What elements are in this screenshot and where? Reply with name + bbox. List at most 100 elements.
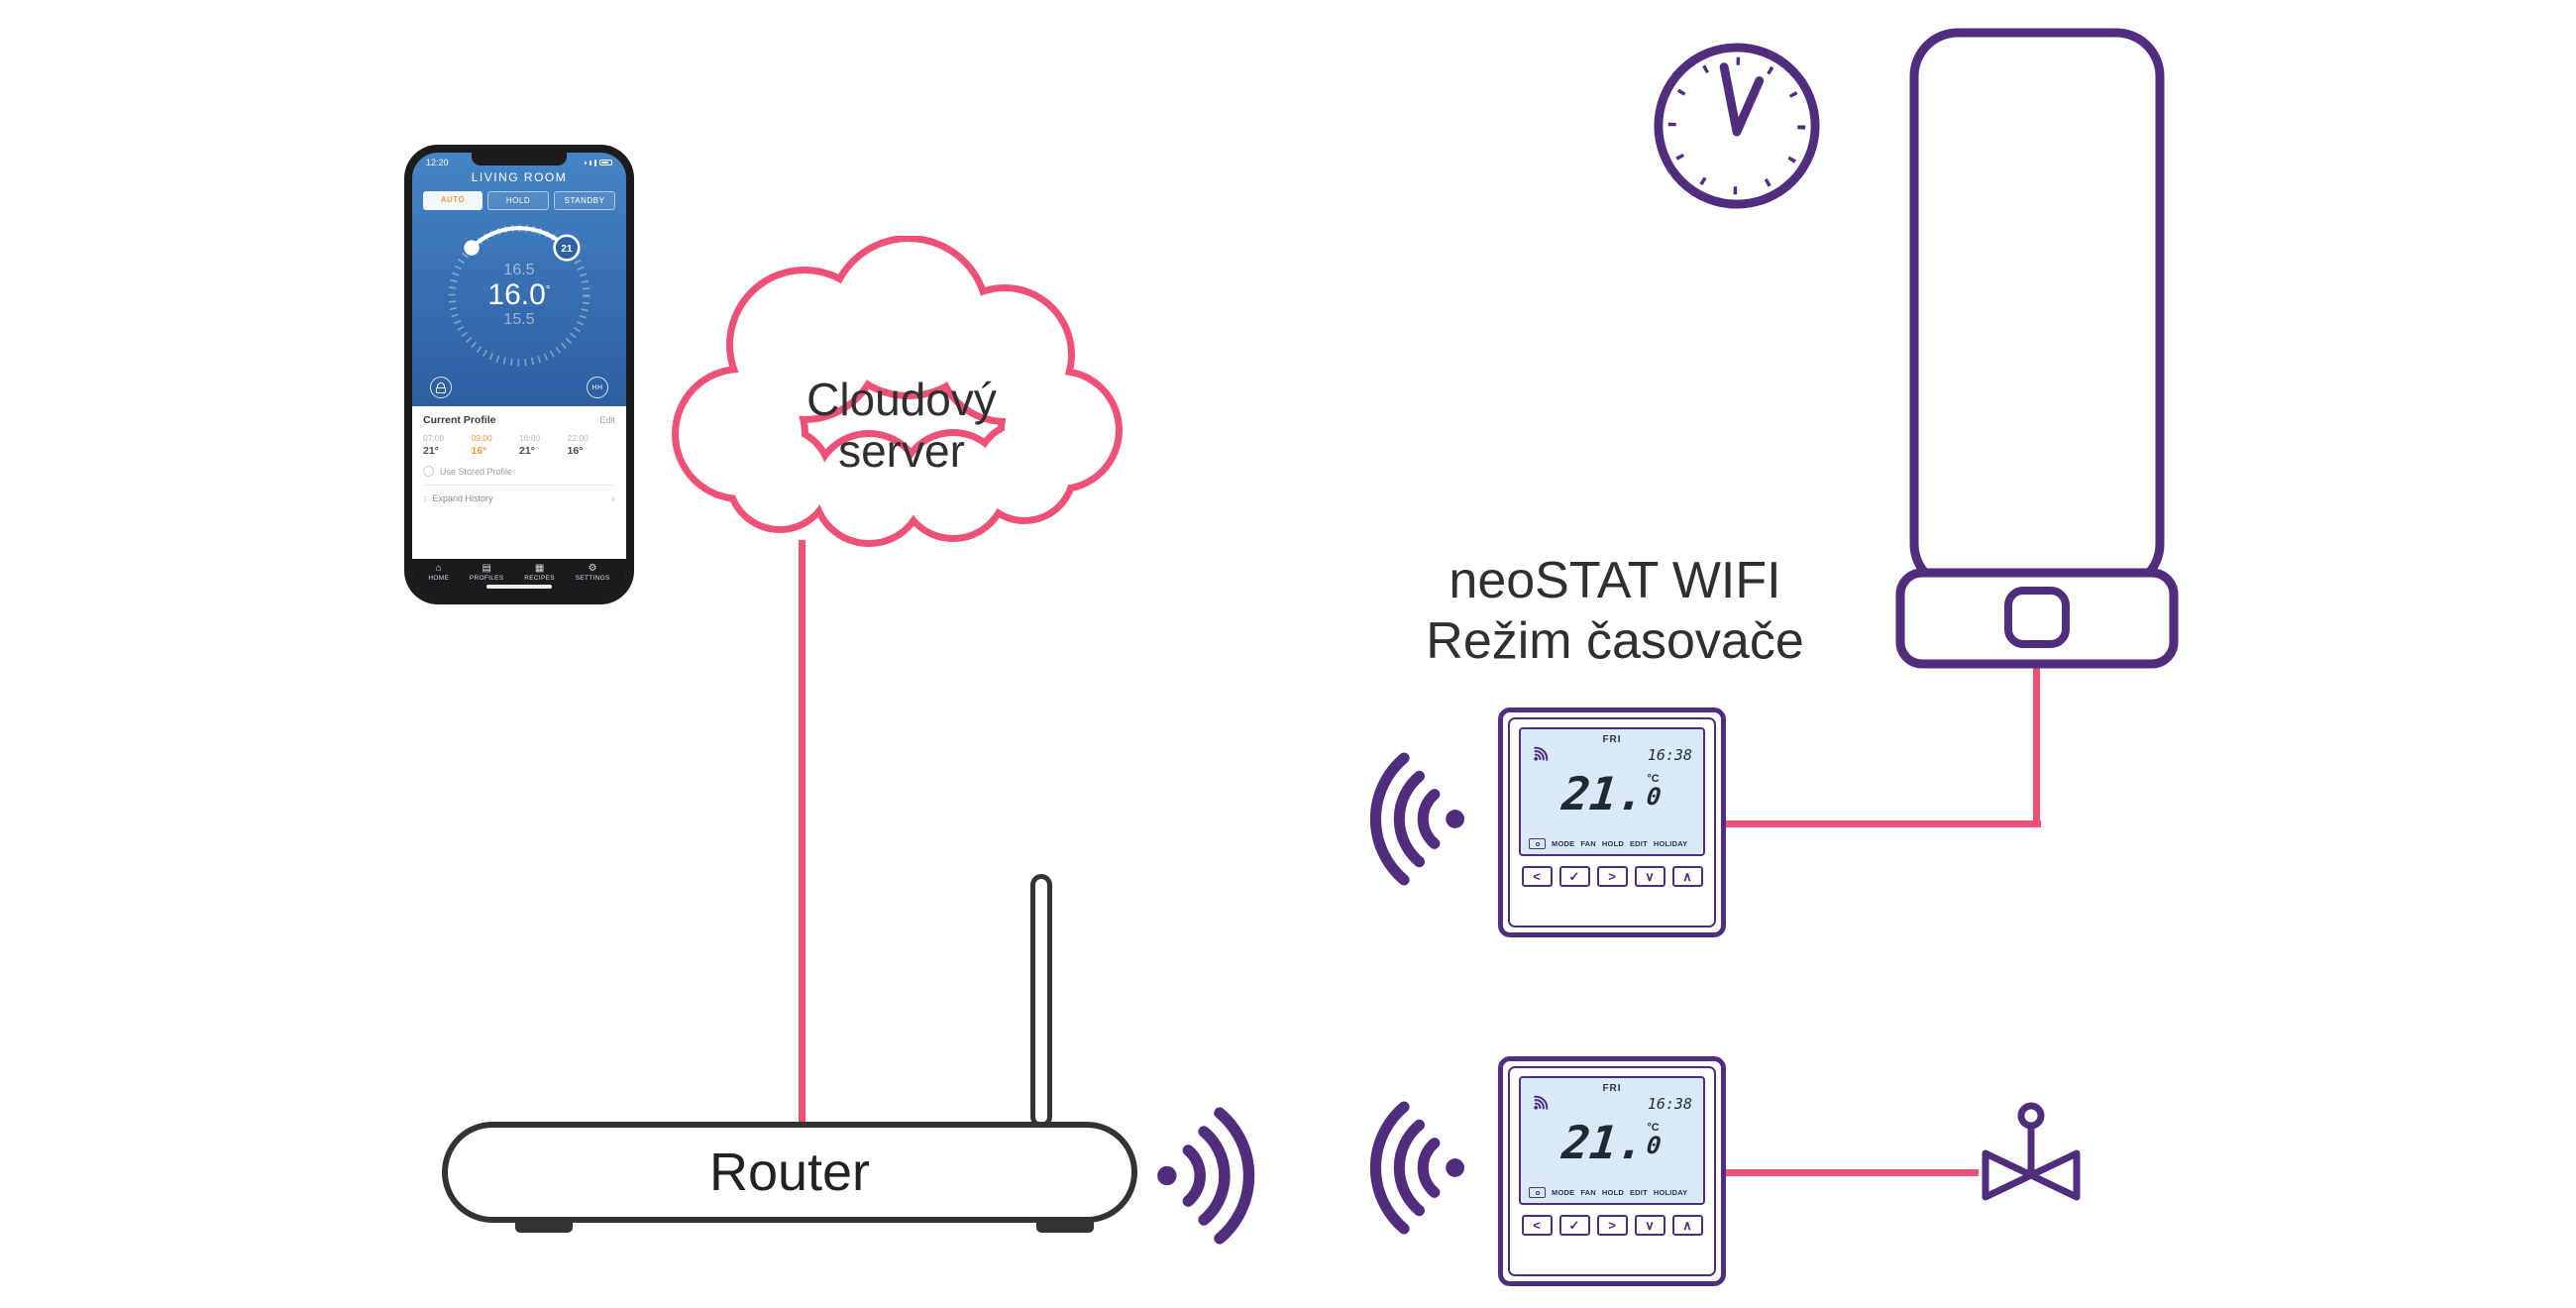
temperature-dial[interactable]: 21 16.5 16.0° 15.5: [443, 219, 595, 372]
router: Router: [442, 1122, 1137, 1223]
temp-current: 16.0°: [487, 278, 551, 312]
lcd-temperature: 21. °C 0: [1559, 767, 1664, 820]
router-foot: [515, 1221, 573, 1233]
edit-link[interactable]: Edit: [599, 415, 615, 425]
lcd-day: FRI: [1602, 1083, 1622, 1094]
status-time: 12:20: [426, 158, 449, 167]
temp-upper: 16.5: [503, 261, 535, 278]
up-button[interactable]: ∧: [1671, 866, 1703, 887]
thermostat-buttons: < ✓ > ∨ ∧: [1519, 866, 1705, 887]
schedule-time: 09:00: [471, 433, 492, 443]
cloud-router-link: [799, 540, 805, 1127]
lcd-day: FRI: [1602, 734, 1622, 745]
schedule-temp: 21°: [423, 445, 439, 457]
heater-outlet: [2004, 587, 2070, 648]
bottom-nav: ⌂ HOME ▤ PROFILES ▦ RECIPES ⚙ SETTINGS: [412, 559, 626, 585]
mode-tabs: AUTO HOLD STANDBY: [423, 191, 615, 210]
nav-profiles[interactable]: ▤ PROFILES: [469, 563, 504, 583]
left-button[interactable]: <: [1521, 866, 1553, 887]
phone-screen: 12:20 LIVING ROOM AUTO HOLD STANDBY: [412, 153, 626, 597]
nav-home[interactable]: ⌂ HOME: [428, 563, 450, 583]
dial-knob[interactable]: [464, 240, 480, 256]
water-heater: [1895, 28, 2179, 669]
profiles-icon: ▤: [482, 563, 491, 574]
right-button[interactable]: >: [1596, 1215, 1628, 1236]
router-antenna: [1030, 874, 1052, 1128]
schedule-time: 07:00: [423, 433, 445, 443]
current-profile-label: Current Profile: [423, 414, 496, 426]
target-badge-value: 21: [561, 244, 573, 255]
power-icon: [1529, 1187, 1546, 1198]
temp-lower: 15.5: [503, 310, 535, 328]
schedule-temp: 16°: [567, 445, 584, 457]
left-button[interactable]: <: [1521, 1215, 1553, 1236]
thermostat-lcd: FRI 16:38 21. °C 0 MODE FAN HOLD EDIT HO…: [1519, 727, 1705, 856]
nav-settings[interactable]: ⚙ SETTINGS: [575, 563, 610, 583]
dial-graphic: 21: [448, 224, 590, 367]
signal-icon: [594, 159, 596, 166]
schedule-time: 22:00: [567, 433, 589, 443]
dial-readout: 16.5 16.0° 15.5: [443, 219, 595, 372]
nav-recipes[interactable]: ▦ RECIPES: [524, 563, 555, 583]
thermostat-heater-link: [1726, 820, 2041, 827]
thermostat-valve: FRI 16:38 21. °C 0 MODE FAN HOLD EDIT HO…: [1498, 1056, 1726, 1286]
cloud-server-label: Cloudový server: [806, 374, 997, 477]
room-title: LIVING ROOM: [471, 170, 568, 184]
timer-clock-icon: [1654, 43, 1820, 209]
lock-icon: [436, 386, 446, 393]
lcd-menu: MODE FAN HOLD EDIT HOLIDAY: [1529, 1187, 1697, 1198]
router-foot: [1036, 1221, 1094, 1233]
use-stored-profile-toggle[interactable]: Use Stored Profile: [423, 466, 615, 477]
thermostat-heater-link: [2033, 664, 2040, 827]
lock-button[interactable]: [430, 377, 452, 398]
settings-icon: ⚙: [588, 563, 597, 574]
thermostat-lcd: FRI 16:38 21. °C 0 MODE FAN HOLD EDIT HO…: [1519, 1076, 1705, 1205]
cloud-shape: [672, 236, 1123, 547]
schedule-temp: 21°: [519, 445, 535, 457]
confirm-button[interactable]: ✓: [1558, 866, 1590, 887]
power-icon: [1529, 838, 1546, 849]
battery-icon: [599, 160, 612, 165]
expand-icon: ↕: [423, 493, 428, 503]
schedule-time: 16:00: [519, 433, 541, 443]
lock-icon: [437, 382, 445, 387]
hold-hours-button[interactable]: HH: [587, 377, 608, 398]
schedule-grid: 07:00 09:00 16:00 22:00 21° 16° 21° 16°: [423, 433, 615, 457]
confirm-button[interactable]: ✓: [1558, 1215, 1590, 1236]
lcd-time: 16:38: [1647, 1095, 1692, 1113]
wifi-signal-icon: [1369, 1101, 1465, 1235]
expand-history-row[interactable]: ↕ Expand History ›: [423, 491, 615, 505]
thermostat-valve-link: [1726, 1169, 1979, 1176]
tab-hold[interactable]: HOLD: [487, 191, 549, 210]
profile-panel: Current Profile Edit 07:00 09:00 16:00 2…: [412, 406, 626, 559]
home-icon: ⌂: [435, 563, 442, 574]
target-badge: [553, 234, 581, 262]
recipes-icon: ▦: [534, 563, 545, 574]
lcd-time: 16:38: [1647, 746, 1692, 764]
neostat-title: neoSTAT WIFI Režim časovače: [1426, 552, 1804, 671]
tab-auto[interactable]: AUTO: [423, 191, 483, 210]
wifi-signal-icon: [1369, 752, 1465, 886]
wifi-icon: [1534, 746, 1549, 761]
phone-notch: [472, 153, 567, 165]
home-indicator: [412, 585, 626, 597]
thermostat-timer: FRI 16:38 21. °C 0 MODE FAN HOLD EDIT HO…: [1498, 708, 1726, 937]
down-button[interactable]: ∨: [1634, 1215, 1665, 1236]
chevron-right-icon: ›: [611, 491, 615, 505]
lcd-menu: MODE FAN HOLD EDIT HOLIDAY: [1529, 838, 1697, 849]
radio-icon: [423, 466, 434, 477]
schedule-temp: 16°: [471, 445, 487, 457]
tab-standby[interactable]: STANDBY: [554, 191, 615, 210]
valve-icon: [1982, 1102, 2081, 1201]
up-button[interactable]: ∧: [1671, 1215, 1703, 1236]
router-label: Router: [708, 1143, 871, 1202]
thermostat-buttons: < ✓ > ∨ ∧: [1519, 1215, 1705, 1236]
signal-icon: [585, 161, 587, 164]
down-button[interactable]: ∨: [1634, 866, 1665, 887]
phone-statusbar: 12:20: [412, 153, 626, 167]
wifi-icon: [1534, 1095, 1549, 1110]
divider: [423, 485, 615, 486]
right-button[interactable]: >: [1596, 866, 1628, 887]
smartphone: 12:20 LIVING ROOM AUTO HOLD STANDBY: [404, 145, 634, 604]
